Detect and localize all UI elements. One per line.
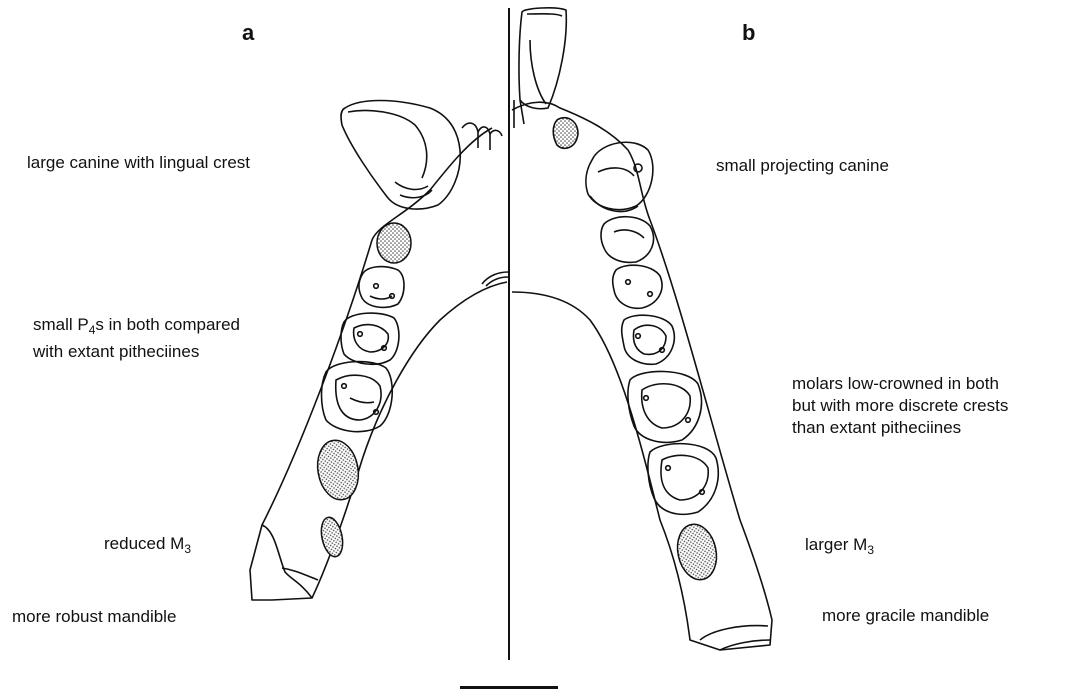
panel-label-b: b — [742, 20, 755, 46]
annotation-b-molars-line1: molars low-crowned in both — [792, 373, 1008, 395]
mandible-b-outer-contour — [512, 102, 772, 650]
annotation-b-mandible-text: more gracile mandible — [822, 606, 989, 625]
annotation-b-molars-line3: than extant pitheciines — [792, 417, 1008, 439]
annotation-a-p4-line2: with extant pitheciines — [33, 341, 240, 363]
m1-a — [341, 313, 399, 364]
annotation-a-canine: large canine with lingual crest — [27, 152, 250, 174]
panel-label-a: a — [242, 20, 254, 46]
annotation-a-mandible-text: more robust mandible — [12, 607, 176, 626]
annotation-b-canine-text: small projecting canine — [716, 156, 889, 175]
incisor-b — [519, 8, 566, 109]
mandible-a — [250, 101, 508, 601]
m2-alveolus-a — [313, 437, 363, 503]
annotation-b-canine: small projecting canine — [716, 155, 889, 177]
p4-a — [359, 267, 404, 308]
mandible-b — [512, 8, 772, 650]
annotation-b-molars-line2: but with more discrete crests — [792, 395, 1008, 417]
annotation-a-p4-text-post: s in both compared — [95, 315, 240, 334]
annotation-a-mandible: more robust mandible — [12, 606, 176, 628]
annotation-a-p4: small P4s in both compared with extant p… — [33, 314, 240, 363]
m2-b — [628, 371, 702, 442]
annotation-b-m3: larger M3 — [805, 534, 874, 561]
annotation-b-m3-subscript: 3 — [867, 543, 874, 557]
annotation-a-m3-subscript: 3 — [184, 542, 191, 556]
annotation-b-mandible: more gracile mandible — [822, 605, 989, 627]
m3-alveolus-b — [673, 521, 722, 584]
p4-b — [613, 265, 662, 308]
annotation-a-canine-text: large canine with lingual crest — [27, 153, 250, 172]
canine-b — [586, 142, 653, 209]
annotation-a-m3-text: reduced M — [104, 534, 184, 553]
annotation-a-m3: reduced M3 — [104, 533, 191, 560]
scale-bar — [460, 686, 558, 689]
p3-b — [601, 217, 654, 263]
p3-alveolus-a — [377, 223, 411, 263]
annotation-b-m3-text: larger M — [805, 535, 867, 554]
incisor-alveolus-b — [553, 118, 578, 149]
mandible-a-broken-end — [262, 525, 312, 598]
annotation-b-molars: molars low-crowned in both but with more… — [792, 373, 1008, 439]
annotation-a-p4-line1: small P4s in both compared — [33, 314, 240, 341]
annotation-a-p4-text-pre: small P — [33, 315, 89, 334]
